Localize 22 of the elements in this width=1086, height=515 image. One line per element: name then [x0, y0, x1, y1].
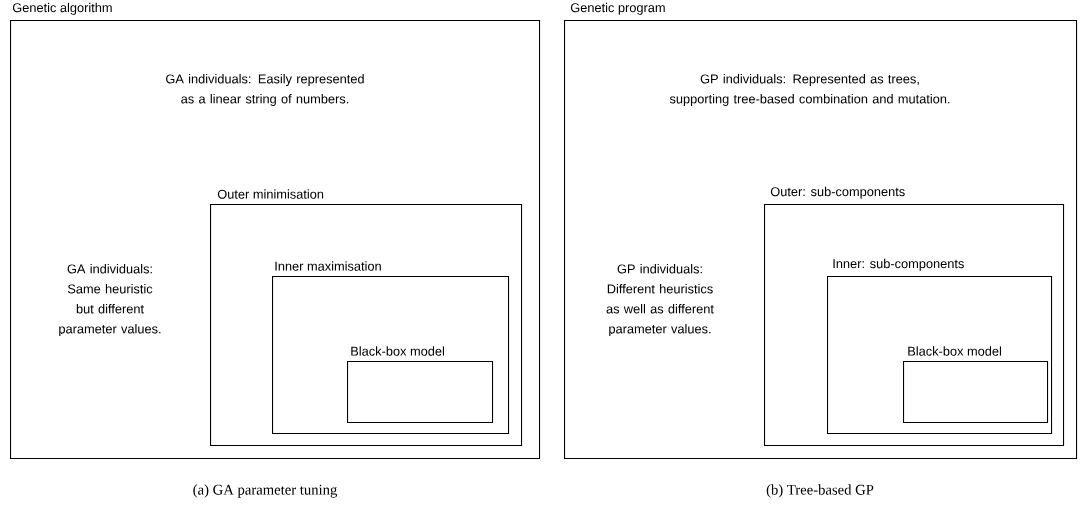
caption-text: (b) Tree-based GP	[766, 484, 874, 498]
container-box	[827, 258, 1053, 435]
box-heading: Outer minimisation	[217, 189, 324, 199]
container-box	[347, 346, 494, 424]
container-box	[764, 186, 1065, 447]
container-box	[210, 189, 523, 447]
description-text: GA individuals: Same heuristic but different parameter values.	[59, 264, 161, 336]
description-text: GP individuals: Different heuristics as well as different parameter values.	[606, 264, 714, 336]
description-text: GA individuals: Easily represented as a linear string of numbers.	[166, 74, 364, 106]
container-box	[903, 346, 1049, 424]
caption-text: (a) GA parameter tuning	[193, 484, 337, 498]
container-box	[272, 261, 510, 435]
description-text: GP individuals: Represented as trees, supporting tree-based combination and mutation.	[669, 74, 950, 106]
box-heading: Inner: sub-components	[833, 258, 964, 271]
box-heading: Black-box model	[908, 346, 1001, 356]
container-box	[564, 2, 1078, 460]
box-heading: Genetic algorithm	[12, 2, 112, 15]
container-box	[10, 2, 541, 460]
box-heading: Black-box model	[351, 346, 444, 356]
box-heading: Outer: sub-components	[770, 186, 905, 199]
box-heading: Genetic program	[570, 2, 665, 15]
box-heading: Inner maximisation	[275, 261, 381, 271]
